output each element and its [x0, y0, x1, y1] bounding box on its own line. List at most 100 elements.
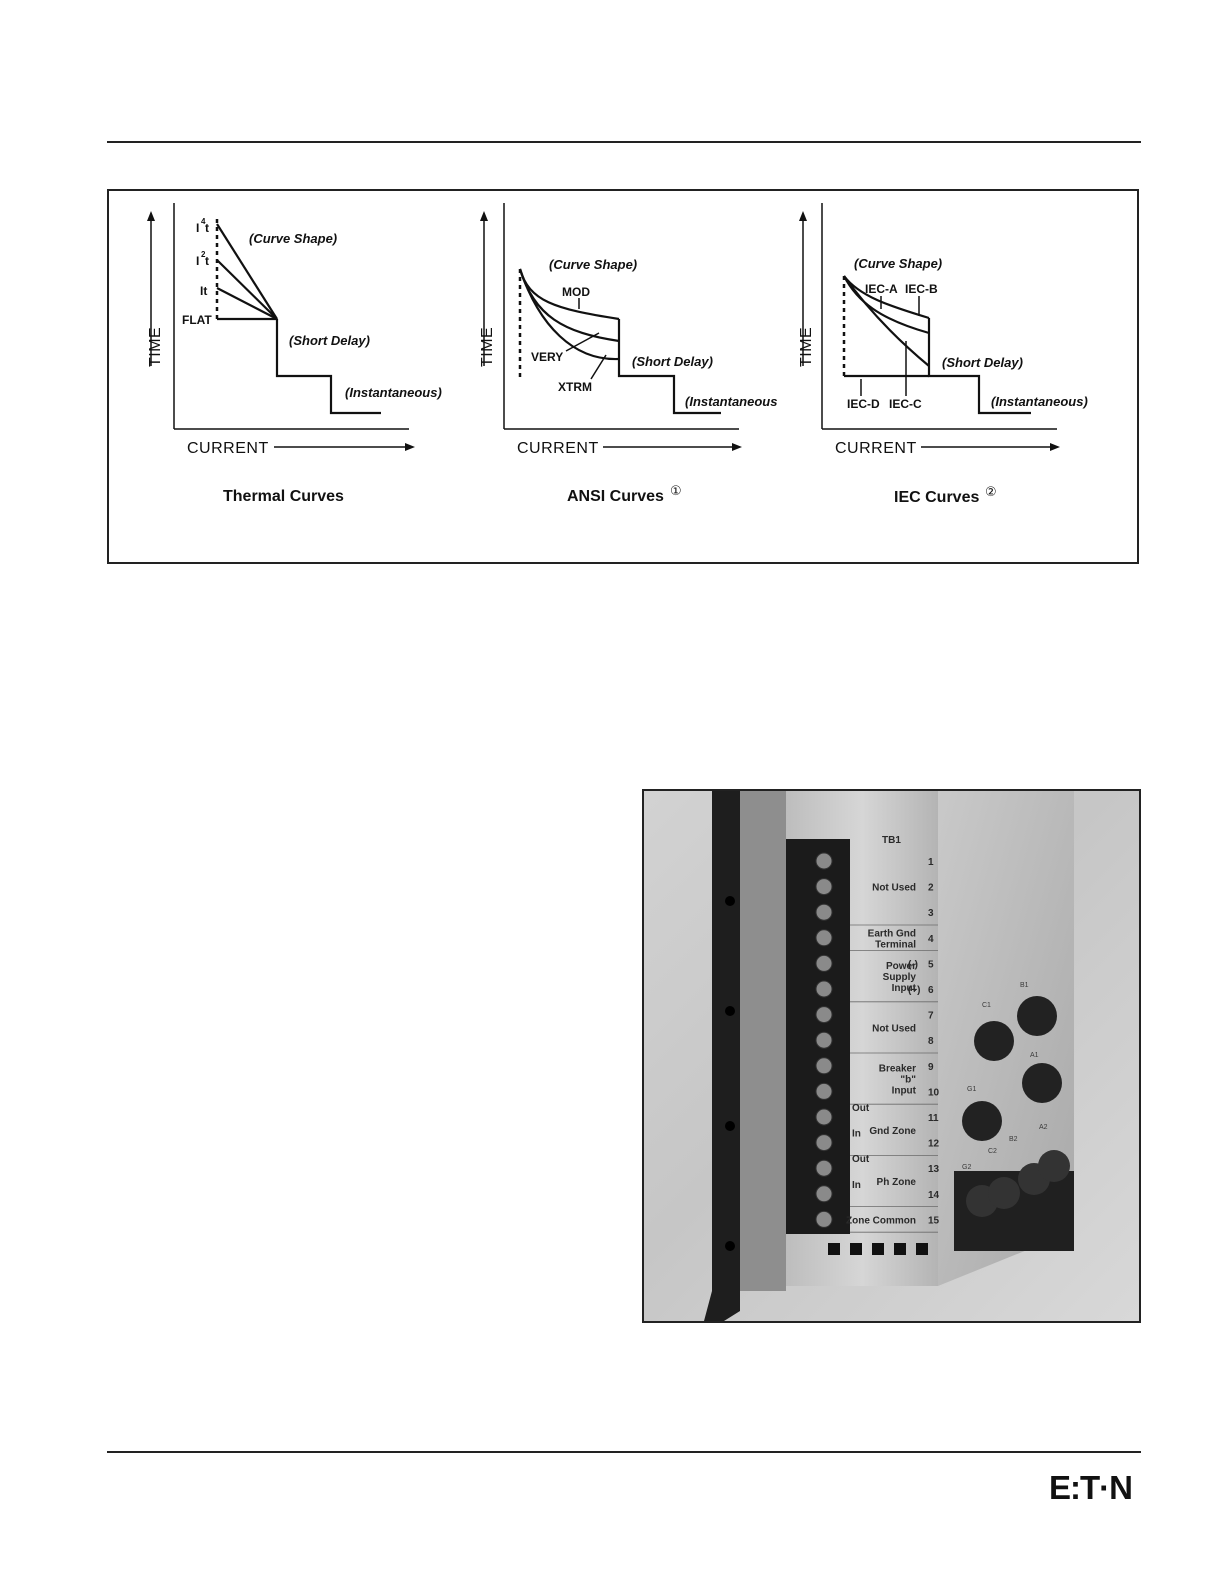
terminal-number: 11 — [928, 1113, 939, 1124]
thermal-flat-label: FLAT — [182, 313, 212, 327]
iec-curves-title: IEC Curves — [894, 489, 979, 506]
terminal-screw — [815, 1031, 833, 1049]
ansi-curve-shape-label: (Curve Shape) — [549, 257, 637, 272]
iec-current-label: CURRENT — [835, 440, 917, 457]
terminal-screw — [815, 954, 833, 972]
thermal-i4t-sup: 4 — [201, 217, 206, 226]
iec-curves-panel: TIME CURRENT (Curve Shape) IEC-A IEC-B I… — [798, 203, 1088, 506]
ct-connectors — [954, 996, 1074, 1251]
terminal-row-label: Input — [892, 1086, 917, 1097]
ansi-instantaneous-label: (Instantaneous — [685, 394, 777, 409]
terminal-row-label: Gnd Zone — [869, 1126, 916, 1137]
polarity-label: (-) — [908, 959, 918, 970]
iec-a-label: IEC-A — [865, 282, 898, 296]
thermal-curves-panel: TIME CURRENT I 4 t I 2 t It FLAT (Curve … — [147, 203, 442, 505]
thermal-curves-title: Thermal Curves — [223, 488, 344, 505]
terminal-row-label: Supply — [883, 972, 917, 983]
terminal-screws — [815, 852, 833, 1228]
case-edge — [740, 791, 786, 1291]
iec-footnote-marker: ② — [985, 485, 997, 500]
terminal-row-label: Earth Gnd — [868, 928, 916, 939]
terminal-row-label: "b" — [900, 1075, 916, 1086]
bracket-hole — [725, 896, 735, 906]
ansi-footnote-marker: ① — [670, 484, 682, 499]
eaton-logo-text: E:T·N — [1049, 1469, 1132, 1502]
ansi-very-label: VERY — [531, 350, 563, 364]
terminal-number: 10 — [928, 1087, 940, 1098]
terminal-number: 12 — [928, 1139, 940, 1150]
thermal-i2t-line — [216, 259, 278, 320]
terminal-row-label: Breaker — [879, 1064, 916, 1075]
terminal-number: 5 — [928, 959, 934, 970]
connector-c2 — [988, 1177, 1020, 1209]
terminal-row-label: Ph Zone — [877, 1177, 917, 1188]
terminal-screw — [815, 852, 833, 870]
iec-current-arrowhead — [1050, 443, 1060, 451]
ansi-mod-label: MOD — [562, 285, 590, 299]
terminal-screw — [815, 1210, 833, 1228]
terminal-screw — [815, 929, 833, 947]
zone-side-label: Out — [852, 1103, 870, 1114]
thermal-instantaneous-label: (Instantaneous) — [345, 385, 442, 400]
connector-a1 — [1022, 1063, 1062, 1103]
thermal-i4t-line — [216, 223, 278, 320]
connector-b2-label: B2 — [1009, 1136, 1018, 1143]
zone-side-label: Out — [852, 1154, 870, 1165]
footer-rule — [107, 1451, 1141, 1453]
thermal-i2t-label: I — [196, 254, 199, 268]
iec-step-curve — [927, 318, 1031, 415]
terminal-row-label: Zone Common — [846, 1215, 916, 1226]
terminal-number: 13 — [928, 1164, 940, 1175]
bracket-hole — [725, 1121, 735, 1131]
ansi-current-label: CURRENT — [517, 440, 599, 457]
bracket-hole — [725, 1241, 735, 1251]
ansi-xtrm-label: XTRM — [558, 380, 592, 394]
thermal-i4t-label: I — [196, 221, 199, 235]
trip-curves-diagram: TIME CURRENT I 4 t I 2 t It FLAT (Curve … — [147, 203, 1088, 506]
connector-g1-label: G1 — [967, 1086, 976, 1093]
terminal-screw — [815, 903, 833, 921]
connector-a2 — [1038, 1150, 1070, 1182]
thermal-i2t-t: t — [205, 254, 209, 268]
eaton-logo: E:T·N — [1049, 1469, 1133, 1502]
ansi-very-leader — [565, 332, 600, 352]
header-rule — [107, 141, 1141, 143]
thermal-it-line — [216, 287, 278, 320]
iec-c-curve — [843, 275, 930, 367]
ansi-step-curve — [617, 319, 721, 415]
thermal-i4t-t: t — [205, 221, 209, 235]
terminal-screw — [815, 1159, 833, 1177]
terminal-row-label: Not Used — [872, 1023, 916, 1034]
thermal-current-label: CURRENT — [187, 440, 269, 457]
thermal-current-arrowhead — [405, 443, 415, 451]
connector-g2-label: G2 — [962, 1164, 971, 1171]
ansi-curves-panel: TIME CURRENT (Curve Shape) MOD VERY XTRM… — [479, 203, 777, 505]
iec-instantaneous-label: (Instantaneous) — [991, 394, 1088, 409]
bracket-hole — [725, 1006, 735, 1016]
terminal-number: 7 — [928, 1011, 934, 1022]
zone-side-label: In — [852, 1180, 861, 1191]
ansi-current-arrowhead — [732, 443, 742, 451]
connector-a2-label: A2 — [1039, 1124, 1048, 1131]
terminal-number: 4 — [928, 934, 934, 945]
zone-side-label: In — [852, 1129, 861, 1140]
tb1-label: TB1 — [882, 835, 901, 846]
ansi-curves-title: ANSI Curves — [567, 488, 664, 505]
terminal-screw — [815, 1108, 833, 1126]
thermal-short-delay-label: (Short Delay) — [289, 333, 370, 348]
terminal-row-label: Not Used — [872, 883, 916, 894]
thermal-it-label: It — [200, 284, 207, 298]
trip-curves-figure: TIME CURRENT I 4 t I 2 t It FLAT (Curve … — [107, 189, 1139, 564]
terminal-screw — [815, 1057, 833, 1075]
vent-slots — [828, 1243, 928, 1255]
terminal-row-label: Input — [892, 983, 917, 994]
iec-short-delay-label: (Short Delay) — [942, 355, 1023, 370]
terminal-number: 14 — [928, 1190, 940, 1201]
iec-b-label: IEC-B — [905, 282, 938, 296]
thermal-i2t-sup: 2 — [201, 250, 206, 259]
terminal-number: 3 — [928, 908, 934, 919]
connector-c1 — [974, 1021, 1014, 1061]
